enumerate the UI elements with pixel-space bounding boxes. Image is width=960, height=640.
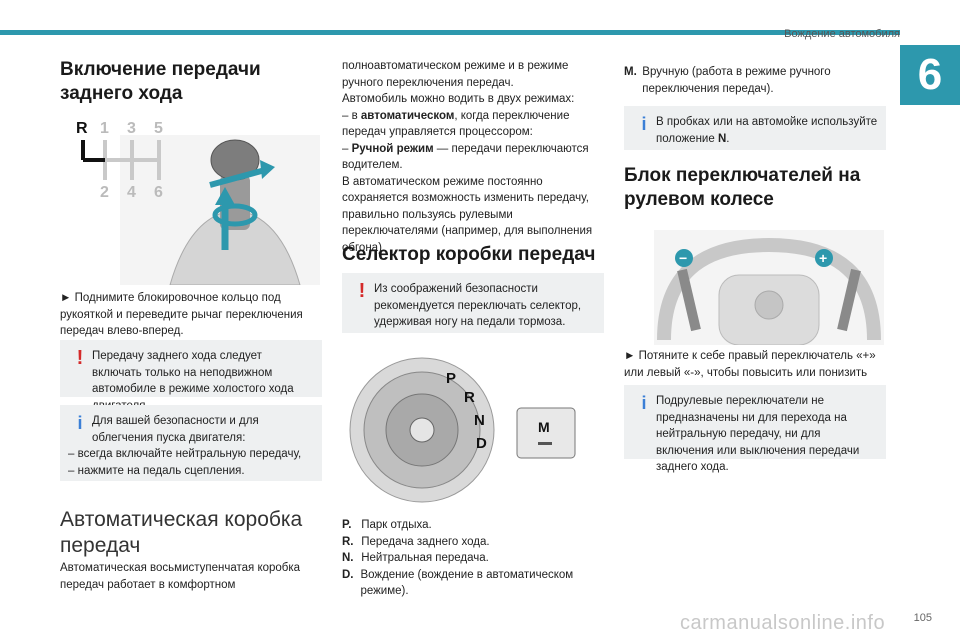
warning-icon: !: [76, 347, 84, 369]
auto-gearbox-intro: Автоматическая восьмиступенчатая коробка…: [60, 562, 301, 591]
warning-text: Из соображений безопасности рекомендуетс…: [374, 283, 582, 328]
warning-icon: !: [358, 280, 366, 302]
top-accent-bar: [0, 30, 900, 35]
legend-item: P. Парк отдыха.: [342, 519, 432, 531]
info-icon: i: [641, 393, 647, 413]
brand-logo: [754, 290, 784, 320]
info-box-start: i Для вашей безопасности и для облегчени…: [60, 405, 322, 481]
warning-box-selector: ! Из соображений безопасности рекомендуе…: [342, 273, 604, 333]
gear-lever-illustration: R 1 3 5 2 4 6: [76, 120, 320, 285]
info-intro: Для вашей безопасности и для облегчения …: [92, 415, 259, 444]
legend-item: R. Передача заднего хода.: [342, 535, 490, 548]
lock-ring: [212, 203, 258, 227]
selector-label-r: R: [464, 389, 475, 406]
auto-modes-text: полноавтоматическом режиме и в режиме ру…: [342, 60, 593, 254]
info-icon: i: [641, 114, 647, 134]
heading-selector: Селектор коробки передач: [342, 244, 596, 265]
info-item: – нажмите на педаль сцепления.: [68, 464, 245, 477]
plus-label: +: [819, 250, 827, 266]
forward-arrow: [209, 167, 266, 188]
info-icon: i: [77, 413, 83, 433]
legend-item: D. Вождение (вождение в автоматическом р…: [342, 568, 574, 598]
gear-label-4: 4: [127, 184, 136, 201]
selector-label-n: N: [474, 412, 485, 429]
steering-wheel-illustration: − +: [654, 230, 884, 345]
selector-legend: P. Парк отдыха. R. Передача заднего хода…: [342, 517, 612, 600]
info-item: – всегда включайте нейтральную передачу,: [68, 448, 302, 460]
gear-label-r: R: [76, 120, 88, 137]
left-paddle: [677, 268, 701, 332]
gear-label-2: 2: [100, 184, 109, 201]
manual-mode-item: M. Вручную (работа в режиме ручного пере…: [624, 66, 831, 95]
info-text: Подрулевые переключатели не предназначен…: [656, 395, 860, 473]
heading-reverse-gear: Включение передачи заднего хода: [60, 59, 261, 104]
minus-label: −: [679, 250, 687, 266]
steering-wheel-rim: [657, 237, 881, 341]
plus-badge: [815, 249, 833, 267]
manual-mode-button: [516, 407, 576, 459]
heading-paddles: Блок переключателей на рулевом колесе: [624, 165, 861, 210]
info-box-traffic: i В пробках или на автомойке используйте…: [624, 106, 886, 150]
warning-box-reverse: ! Передачу заднего хода следует включать…: [60, 340, 322, 412]
gear-label-3: 3: [127, 120, 136, 137]
selector-label-p: P: [446, 370, 456, 387]
legend-item: N. Нейтральная передача.: [342, 552, 489, 564]
instruction-lift-ring: ► Поднимите блокировочное кольцо под рук…: [60, 292, 303, 337]
page-number: 105: [913, 612, 932, 624]
gear-selector-illustration: P R N D M: [349, 357, 576, 503]
heading-auto-gearbox: Автоматическая коробка передач: [60, 508, 303, 557]
watermark-text: carmanualsonline.info: [680, 612, 886, 634]
info-box-paddles: i Подрулевые переключатели не предназнач…: [624, 385, 886, 473]
warning-text: Передачу заднего хода следует включать т…: [92, 350, 294, 412]
chapter-number-tab: 6: [900, 45, 960, 105]
gear-label-1: 1: [100, 120, 109, 137]
manual-label-m: M: [538, 419, 550, 435]
section-header-title: Вождение автомобиля: [784, 28, 900, 40]
gear-label-5: 5: [154, 120, 163, 137]
minus-badge: [675, 249, 693, 267]
selector-label-d: D: [476, 435, 487, 452]
right-paddle: [837, 268, 861, 332]
gear-label-6: 6: [154, 184, 163, 201]
